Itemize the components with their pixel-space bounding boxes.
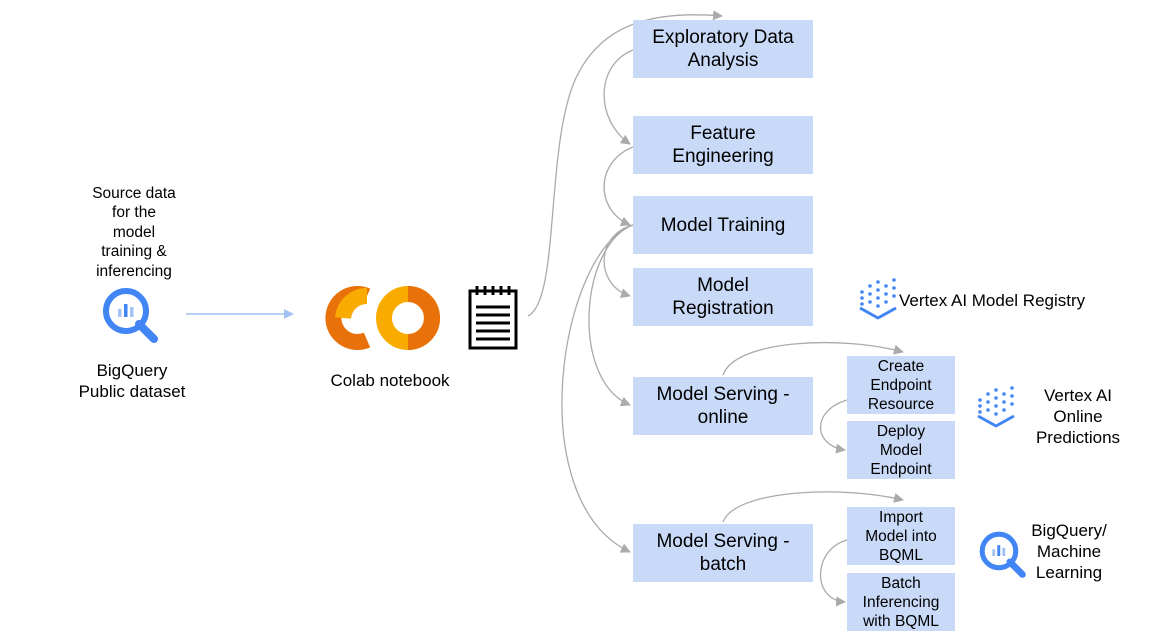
- bigquery-icon: [103, 288, 158, 343]
- step-model-training: Model Training: [633, 196, 813, 254]
- vertex-ai-icon: [977, 386, 1015, 428]
- source-caption: Source data for the model training & inf…: [92, 185, 176, 280]
- vertex-ai-icon: [859, 278, 897, 320]
- arrow-create-to-deploy: [819, 399, 848, 454]
- arrow-import-to-batchinf: [819, 539, 848, 607]
- arrow-online-to-create: [722, 341, 904, 376]
- notebook-icon: [468, 286, 518, 350]
- step-model-serving-batch: Model Serving - batch: [633, 524, 813, 582]
- substep-import-model: Import Model into BQML: [847, 507, 955, 565]
- arrow-eda-to-feature: [603, 49, 634, 145]
- service-bigquery-ml: BigQuery/ Machine Learning: [1031, 521, 1107, 582]
- colab-label: Colab notebook: [330, 371, 450, 390]
- substep-batch-inferencing: Batch Inferencing with BQML: [847, 573, 955, 631]
- arrow-training-to-registration: [603, 224, 634, 299]
- arrow-training-to-online: [588, 224, 634, 407]
- bigquery-ml-icon: [979, 531, 1026, 578]
- source-label: BigQuery Public dataset: [78, 361, 186, 401]
- step-model-serving-online: Model Serving - online: [633, 377, 813, 435]
- colab-logo: [325, 286, 440, 350]
- service-vertex-online: Vertex AI Online Predictions: [1035, 386, 1121, 447]
- step-feature-engineering: Feature Engineering: [633, 116, 813, 174]
- substep-deploy-model: Deploy Model Endpoint: [847, 421, 955, 479]
- step-exploratory-data-analysis: Exploratory Data Analysis: [633, 20, 813, 78]
- service-vertex-registry: Vertex AI Model Registry: [899, 291, 1086, 310]
- step-model-registration: Model Registration: [633, 268, 813, 326]
- substep-create-endpoint: Create Endpoint Resource: [847, 356, 955, 414]
- arrow-feature-to-training: [603, 146, 634, 227]
- arrow-batch-to-import: [722, 491, 904, 523]
- arrow-training-to-batch: [561, 224, 634, 553]
- arrow-notebook-to-eda: [527, 10, 723, 317]
